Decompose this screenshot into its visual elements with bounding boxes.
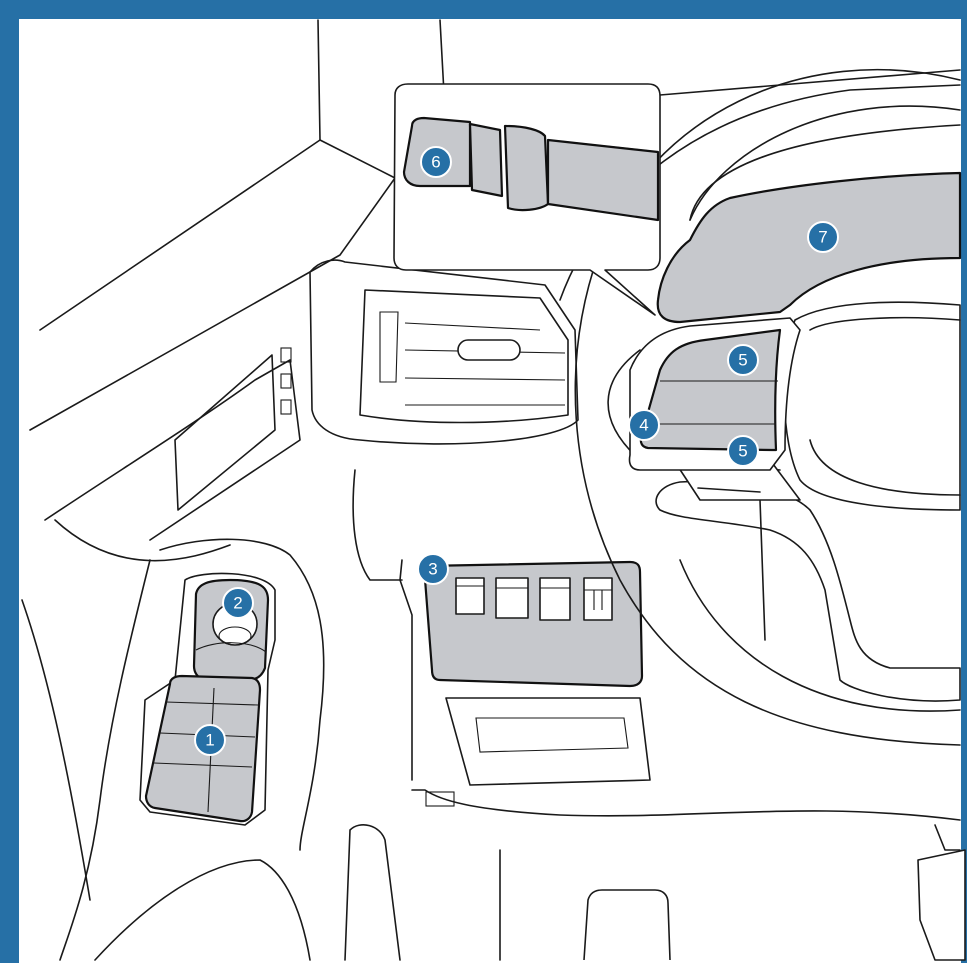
callout-6-label: 6 <box>431 153 440 172</box>
center-console <box>353 470 965 960</box>
callout-3-label: 3 <box>428 560 437 579</box>
air-vent-icon <box>310 260 578 444</box>
callout-2-label: 2 <box>233 594 242 613</box>
steering-switch-panel <box>629 318 800 470</box>
callout-2: 2 <box>223 588 253 618</box>
lower-switch-panel <box>424 562 642 686</box>
a-pillar-lines <box>30 20 446 430</box>
callout-7: 7 <box>808 222 838 252</box>
callout-5-upper: 5 <box>728 345 758 375</box>
callout-4-label: 4 <box>639 416 648 435</box>
callout-4: 4 <box>629 410 659 440</box>
zoom-inset <box>394 84 660 315</box>
callout-5-lower: 5 <box>728 436 758 466</box>
callout-5-lower-label: 5 <box>738 442 747 461</box>
callout-3: 3 <box>418 554 448 584</box>
callout-6: 6 <box>421 147 451 177</box>
callout-5-upper-label: 5 <box>738 351 747 370</box>
callout-1: 1 <box>195 725 225 755</box>
callout-1-label: 1 <box>205 731 214 750</box>
callout-7-label: 7 <box>818 228 827 247</box>
